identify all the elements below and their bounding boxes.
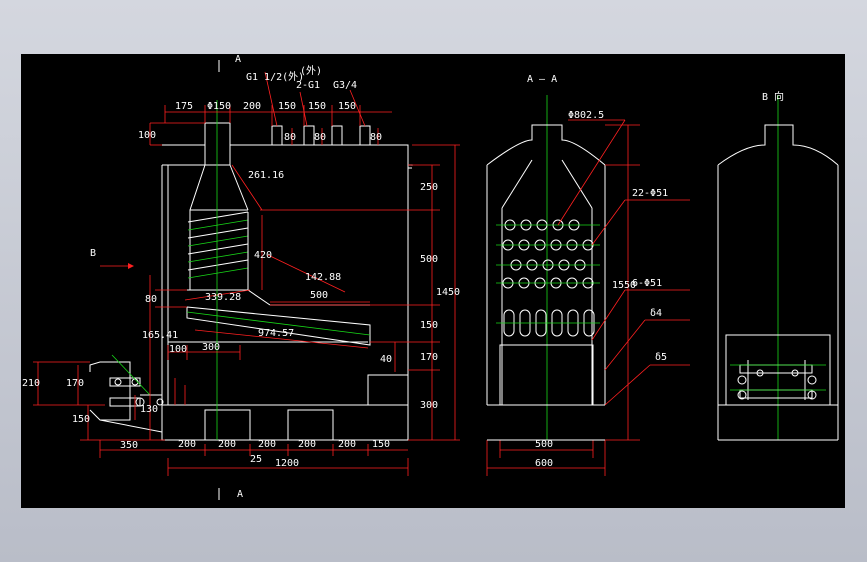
stoker-mechanism — [89, 354, 164, 433]
dim-130: 130 — [140, 404, 158, 415]
dim-170v: 170 — [420, 352, 438, 363]
dim-1200: 1200 — [275, 458, 299, 469]
dim-delta5: δ5 — [655, 352, 667, 363]
label-a-top: A — [235, 54, 241, 65]
section-a-a — [486, 119, 690, 476]
dim-175: 175 — [175, 101, 193, 112]
dim-200-3: 200 — [258, 439, 276, 450]
dim-200-4: 200 — [298, 439, 316, 450]
dim-420: 420 — [254, 250, 272, 261]
dim-holes6: 6-Φ51 — [632, 278, 662, 289]
labels: A A A — A B B 向 G1 1/2(外) (外) 2-G1 G3/4 … — [22, 54, 784, 500]
dim-holes22: 22-Φ51 — [632, 188, 668, 199]
dim-339: 339.28 — [205, 292, 241, 303]
center-lines — [216, 60, 779, 500]
dim-600: 600 — [535, 458, 553, 469]
label-g1-2-top: (外) — [300, 65, 322, 77]
dim-100b: 100 — [169, 344, 187, 355]
dim-1450: 1450 — [436, 287, 460, 298]
dim-150a: 150 — [278, 101, 296, 112]
front-view — [89, 122, 413, 441]
dim-150b: 150 — [308, 101, 326, 112]
label-a-bottom: A — [237, 489, 243, 500]
dim-200-1: 200 — [178, 439, 196, 450]
dim-300v: 300 — [420, 400, 438, 411]
dim-500h: 500 — [310, 290, 328, 301]
dim-142: 142.88 — [305, 272, 341, 283]
dim-500: 500 — [535, 439, 553, 450]
dim-1550: 1550 — [612, 280, 636, 291]
dim-25: 25 — [250, 454, 262, 465]
dim-150v: 150 — [420, 320, 438, 331]
tube-coil — [187, 211, 249, 290]
dim-200a: 200 — [243, 101, 261, 112]
dim-80a: 80 — [284, 132, 296, 143]
label-2-g1: 2-G1 — [296, 80, 320, 91]
dim-170: 170 — [66, 378, 84, 389]
front-dimensions — [33, 71, 460, 476]
view-b-stoker — [737, 360, 817, 400]
dim-250: 250 — [420, 182, 438, 193]
dim-80c: 80 — [370, 132, 382, 143]
dim-delta4: δ4 — [650, 308, 662, 319]
dim-974: 974.57 — [258, 328, 294, 339]
label-g3-4: G3/4 — [333, 80, 357, 91]
label-section-title: A — A — [527, 74, 557, 85]
dim-150c: 150 — [338, 101, 356, 112]
dim-300: 300 — [202, 342, 220, 353]
view-b — [717, 124, 839, 441]
dim-phi802: Φ802.5 — [568, 110, 604, 121]
dim-261: 261.16 — [248, 170, 284, 181]
dim-210: 210 — [22, 378, 40, 389]
technical-drawing: A A A — A B B 向 G1 1/2(外) (外) 2-G1 G3/4 … — [22, 54, 839, 500]
label-g1-2: G1 1/2(外) — [246, 71, 304, 83]
dim-phi150: Φ150 — [207, 101, 231, 112]
dim-500v: 500 — [420, 254, 438, 265]
label-view-b: B 向 — [762, 90, 784, 103]
dim-200-2: 200 — [218, 439, 236, 450]
dim-80b: 80 — [314, 132, 326, 143]
label-b-arrow: B — [90, 248, 96, 259]
dim-200-5: 200 — [338, 439, 356, 450]
dim-100-left: 100 — [138, 130, 156, 141]
dim-80-left: 80 — [145, 294, 157, 305]
dim-350: 350 — [120, 440, 138, 451]
dim-150-bot: 150 — [372, 439, 390, 450]
dim-165: 165.41 — [142, 330, 178, 341]
drawing-canvas: A A A — A B B 向 G1 1/2(外) (外) 2-G1 G3/4 … — [21, 54, 845, 508]
tube-holes — [502, 219, 595, 337]
dim-40: 40 — [380, 354, 392, 365]
dim-150-low: 150 — [72, 414, 90, 425]
